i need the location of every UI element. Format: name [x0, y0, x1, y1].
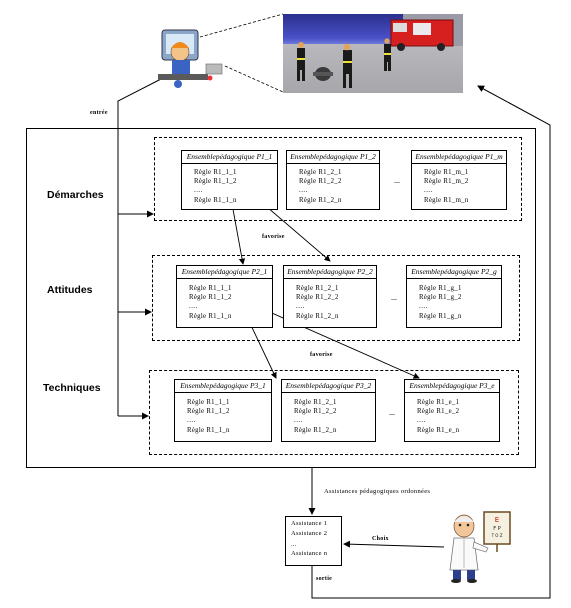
- rule: Règle R1_1_1: [187, 399, 230, 406]
- rule: Règle R1_2_1: [294, 399, 337, 406]
- svg-text:T O Z: T O Z: [491, 533, 503, 538]
- rule: Règle R1_1_2: [194, 178, 237, 185]
- set-title: Ensemblepédagogique P1_1: [182, 151, 277, 164]
- rule: Règle R1_e_2: [417, 408, 460, 415]
- assistance-item: Assistance n: [291, 550, 328, 557]
- set-p3-e: Ensemblepédagogique P3_e Règle R1_e_1 Rè…: [404, 379, 500, 442]
- entree-label: entrée: [90, 110, 108, 116]
- rule: Règle R1_2_2: [299, 178, 342, 185]
- row-label-techniques: Techniques: [43, 382, 101, 394]
- group-demarches: [154, 137, 522, 221]
- set-title: Ensemblepédagogique P2_g: [407, 266, 501, 279]
- set-title: Ensemblepédagogique P3_2: [282, 380, 375, 393]
- set-title: Ensemblepédagogique P3_1: [175, 380, 271, 393]
- favorise-label-2: favorise: [310, 352, 333, 358]
- rule: Règle R1_1_n: [187, 427, 230, 434]
- rule: Règle R1_g_n: [419, 313, 462, 320]
- rule: Règle R1_g_1: [419, 285, 462, 292]
- set-p3-1: Ensemblepédagogique P3_1 Règle R1_1_1 Rè…: [174, 379, 272, 442]
- svg-text:E: E: [495, 516, 499, 524]
- assistances-box: Assistance 1 Assistance 2 ... Assistance…: [285, 516, 342, 566]
- set-p2-g: Ensemblepédagogique P2_g Règle R1_g_1 Rè…: [406, 265, 502, 328]
- set-title: Ensemblepédagogique P2_1: [177, 266, 272, 279]
- set-p1-1: Ensemblepédagogique P1_1 Règle R1_1_1 Rè…: [181, 150, 278, 210]
- set-p1-2: Ensemblepédagogique P1_2 Règle R1_2_1 Rè…: [286, 150, 380, 210]
- set-p2-2: Ensemblepédagogique P2_2 Règle R1_2_1 Rè…: [283, 265, 377, 328]
- rule: Règle R1_2_2: [296, 294, 339, 301]
- set-p1-m: Ensemblepédagogique P1_m Règle R1_m_1 Rè…: [411, 150, 507, 210]
- rule-ellipsis: ....: [417, 417, 426, 424]
- rule: Règle R1_2_2: [294, 408, 337, 415]
- eye-chart-icon: [483, 511, 511, 545]
- sets-ellipsis: ...: [389, 408, 395, 417]
- rule: Règle R1_1_1: [189, 285, 232, 292]
- rule: Règle R1_e_1: [417, 399, 460, 406]
- rule: Règle R1_1_1: [194, 169, 237, 176]
- choix-label: Choix: [372, 536, 389, 542]
- rule: Règle R1_1_n: [194, 197, 237, 204]
- rule: Règle R1_e_n: [417, 427, 460, 434]
- dashed-link-bottom: [224, 65, 284, 93]
- pedagogical-model-frame: [26, 128, 536, 468]
- rule: Règle R1_2_1: [299, 169, 342, 176]
- svg-text:F P: F P: [493, 526, 500, 532]
- set-title: Ensemblepédagogique P1_m: [412, 151, 506, 164]
- rule: Règle R1_m_2: [424, 178, 469, 185]
- rule-ellipsis: ....: [296, 303, 305, 310]
- assistance-ellipsis: ...: [291, 541, 297, 548]
- set-title: Ensemblepédagogique P2_2: [284, 266, 376, 279]
- sortie-line: [311, 85, 551, 599]
- rule-ellipsis: ....: [299, 187, 308, 194]
- rule-ellipsis: ....: [419, 303, 428, 310]
- rule-ellipsis: ....: [424, 187, 433, 194]
- rule-ellipsis: ....: [194, 187, 203, 194]
- assistance-item: Assistance 2: [291, 530, 328, 537]
- favorise-label-1: favorise: [262, 234, 285, 240]
- sortie-label: sortie: [316, 576, 333, 582]
- dashed-link-top: [199, 13, 284, 38]
- learner-at-computer-icon: [158, 29, 223, 88]
- choix-arrow: [343, 540, 445, 548]
- rule: Règle R1_m_1: [424, 169, 469, 176]
- group-attitudes: [152, 255, 520, 341]
- sets-ellipsis: ...: [391, 293, 397, 302]
- row-label-attitudes: Attitudes: [47, 284, 93, 296]
- row-label-demarches: Démarches: [47, 189, 104, 201]
- rule: Règle R1_1_2: [187, 408, 230, 415]
- set-p3-2: Ensemblepédagogique P3_2 Règle R1_2_1 Rè…: [281, 379, 376, 442]
- rule: Règle R1_m_n: [424, 197, 469, 204]
- assistance-item: Assistance 1: [291, 520, 328, 527]
- entree-line: [117, 77, 164, 416]
- rule-ellipsis: ....: [294, 417, 303, 424]
- assistances-ordonnees-label: Assistances pédagogiques ordonnées: [324, 488, 431, 495]
- rule: Règle R1_1_n: [189, 313, 232, 320]
- rule: Règle R1_2_1: [296, 285, 339, 292]
- rule-ellipsis: ....: [187, 417, 196, 424]
- scene-drawing: [297, 14, 463, 88]
- rule: Règle R1_2_n: [296, 313, 339, 320]
- rule: Règle R1_1_2: [189, 294, 232, 301]
- sets-ellipsis: ...: [394, 176, 400, 185]
- firefighter-training-scene: [283, 14, 463, 93]
- rule: Règle R1_2_n: [294, 427, 337, 434]
- rule-ellipsis: ....: [189, 303, 198, 310]
- set-p2-1: Ensemblepédagogique P2_1 Règle R1_1_1 Rè…: [176, 265, 273, 328]
- rule: Règle R1_2_n: [299, 197, 342, 204]
- doctor-expert-icon: E F P T O Z: [449, 511, 511, 583]
- set-title: Ensemblepédagogique P1_2: [287, 151, 379, 164]
- group-techniques: [149, 370, 519, 455]
- set-title: Ensemblepédagogique P3_e: [405, 380, 499, 393]
- rule: Règle R1_g_2: [419, 294, 462, 301]
